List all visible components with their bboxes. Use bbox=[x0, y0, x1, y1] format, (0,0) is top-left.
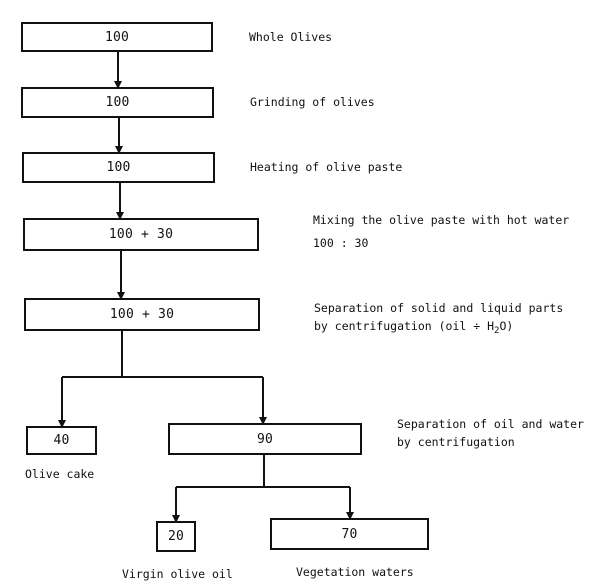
oil-water-separation-label-line2: by centrifugation bbox=[397, 435, 515, 449]
oil-water-separation-label-line1: Separation of oil and water bbox=[397, 417, 584, 431]
heating-box: 100 bbox=[22, 152, 215, 183]
virgin-olive-oil-value: 20 bbox=[167, 529, 185, 544]
grinding-value: 100 bbox=[105, 95, 130, 110]
separation-label-line2: by centrifugation (oil ÷ H2O) bbox=[314, 317, 563, 337]
mixing-value: 100 + 30 bbox=[108, 227, 174, 242]
separation-label-line2-suffix: O) bbox=[499, 319, 514, 333]
mixing-box: 100 + 30 bbox=[23, 218, 259, 251]
separation-label: Separation of solid and liquid parts by … bbox=[314, 299, 563, 337]
vegetation-waters-box: 70 bbox=[270, 518, 429, 550]
olive-cake-value: 40 bbox=[53, 433, 70, 448]
olive-cake-box: 40 bbox=[26, 426, 97, 455]
separation-label-line2-prefix: by centrifugation (oil ÷ H bbox=[314, 319, 495, 333]
separation-label-line2-sub: 2 bbox=[494, 326, 500, 336]
heating-value: 100 bbox=[106, 160, 131, 175]
virgin-olive-oil-label: Virgin olive oil bbox=[122, 567, 233, 581]
mixing-label-text: Mixing the olive paste with hot water bbox=[313, 213, 570, 227]
separation-box: 100 + 30 bbox=[24, 298, 260, 331]
heating-label: Heating of olive paste bbox=[250, 160, 403, 174]
oil-water-mixture-value: 90 bbox=[256, 431, 274, 447]
whole-olives-value: 100 bbox=[104, 29, 130, 45]
whole-olives-label: Whole Olives bbox=[249, 30, 333, 44]
separation-value: 100 + 30 bbox=[109, 307, 175, 322]
oil-water-separation-label: Separation of oil and water by centrifug… bbox=[397, 415, 584, 451]
olive-cake-label: Olive cake bbox=[25, 467, 95, 481]
mixing-label: Mixing the olive paste with hot water 10… bbox=[313, 211, 569, 252]
whole-olives-box: 100 bbox=[21, 22, 213, 52]
grinding-box: 100 bbox=[21, 87, 214, 118]
oil-water-mixture-box: 90 bbox=[168, 423, 362, 455]
separation-label-line1: Separation of solid and liquid parts bbox=[314, 301, 564, 315]
mixing-ratio: 100 : 30 bbox=[313, 236, 369, 250]
virgin-olive-oil-box: 20 bbox=[156, 521, 196, 552]
grinding-label: Grinding of olives bbox=[250, 95, 375, 109]
vegetation-waters-label: Vegetation waters bbox=[296, 565, 414, 579]
vegetation-waters-value: 70 bbox=[341, 526, 358, 542]
